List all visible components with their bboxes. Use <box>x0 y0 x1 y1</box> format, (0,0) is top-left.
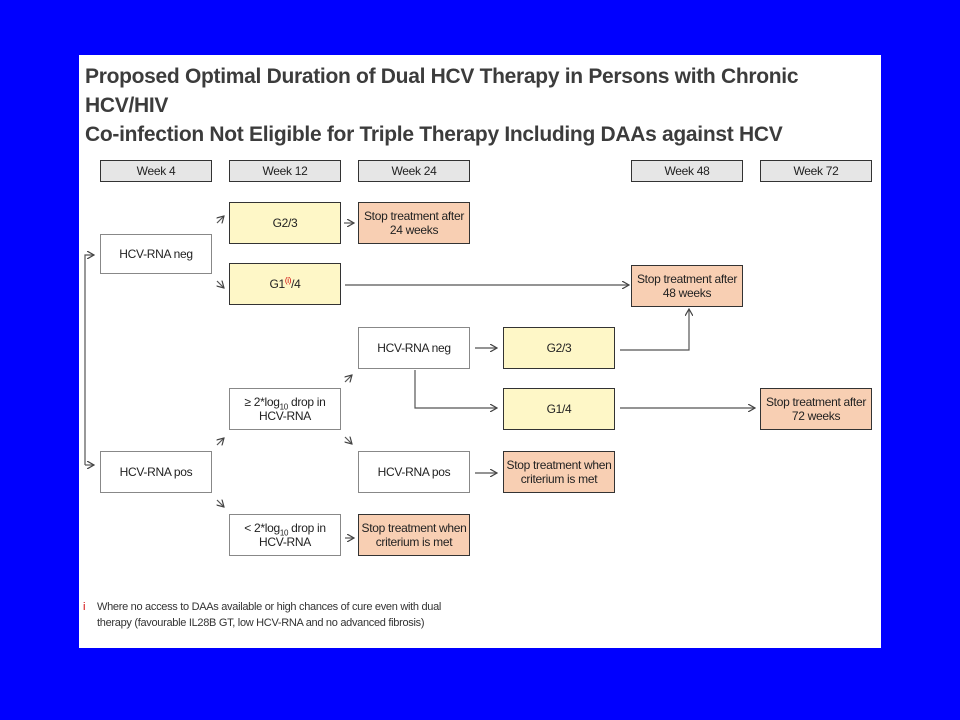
week24-hcv-rna-pos: HCV-RNA pos <box>358 451 470 493</box>
arrow-neg-to-g14 <box>217 281 224 288</box>
week12-g14: G1(i)/4 <box>229 263 341 305</box>
footnote: i Where no access to DAAs available or h… <box>83 599 503 631</box>
post-week24-g14: G1/4 <box>503 388 615 430</box>
bracket-to-neg <box>84 255 94 465</box>
footnote-mark: i <box>83 601 86 613</box>
week-72-header: Week 72 <box>760 160 872 182</box>
arrow-g23-to-stop48 <box>620 309 689 351</box>
week4-hcv-rna-neg: HCV-RNA neg <box>100 234 212 274</box>
week4-hcv-rna-pos: HCV-RNA pos <box>100 451 212 493</box>
slide-title: Proposed Optimal Duration of Dual HCV Th… <box>85 62 875 149</box>
week-48-header: Week 48 <box>631 160 743 182</box>
arrow-drop-ge-to-neg24 <box>345 375 352 382</box>
week-24-header: Week 24 <box>358 160 470 182</box>
week-12-header: Week 12 <box>229 160 341 182</box>
footnote-text: Where no access to DAAs available or hig… <box>97 601 442 629</box>
arrow-neg24-to-g14 <box>414 370 497 408</box>
week12-g23: G2/3 <box>229 202 341 244</box>
arrow-pos-to-drop-lt <box>217 500 224 507</box>
week-4-header: Week 4 <box>100 160 212 182</box>
arrow-neg-to-g23 <box>217 216 224 223</box>
week24-hcv-rna-neg: HCV-RNA neg <box>358 327 470 369</box>
footnote-ref: (i) <box>284 276 292 285</box>
connector-arrows <box>84 55 881 648</box>
arrow-pos-to-drop-ge <box>217 438 224 445</box>
post-week24-g23: G2/3 <box>503 327 615 369</box>
slide: Proposed Optimal Duration of Dual HCV Th… <box>79 55 881 648</box>
title-line-1: Proposed Optimal Duration of Dual HCV Th… <box>85 65 799 117</box>
arrow-drop-ge-to-pos24 <box>345 437 352 444</box>
title-line-2: Co-infection Not Eligible for Triple The… <box>85 123 783 146</box>
